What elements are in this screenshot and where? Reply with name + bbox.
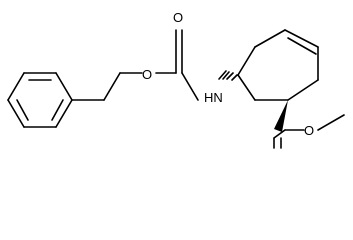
ester-oxygen-label: O — [142, 67, 152, 82]
molecular-structure: O O HN O O — [7, 10, 345, 152]
carbamate-chain — [71, 29, 199, 101]
methoxy-oxygen-label: O — [304, 123, 314, 138]
benzene-ring — [7, 72, 73, 128]
carbonyl-oxygen-label: O — [173, 10, 183, 25]
cyclohexene-ring — [237, 29, 319, 101]
stereo-bonds — [218, 70, 288, 132]
ester-carbonyl-oxygen-label: O — [268, 149, 278, 152]
methyl-ester — [273, 114, 345, 149]
carbamate-nitrogen-label: HN — [204, 90, 223, 105]
